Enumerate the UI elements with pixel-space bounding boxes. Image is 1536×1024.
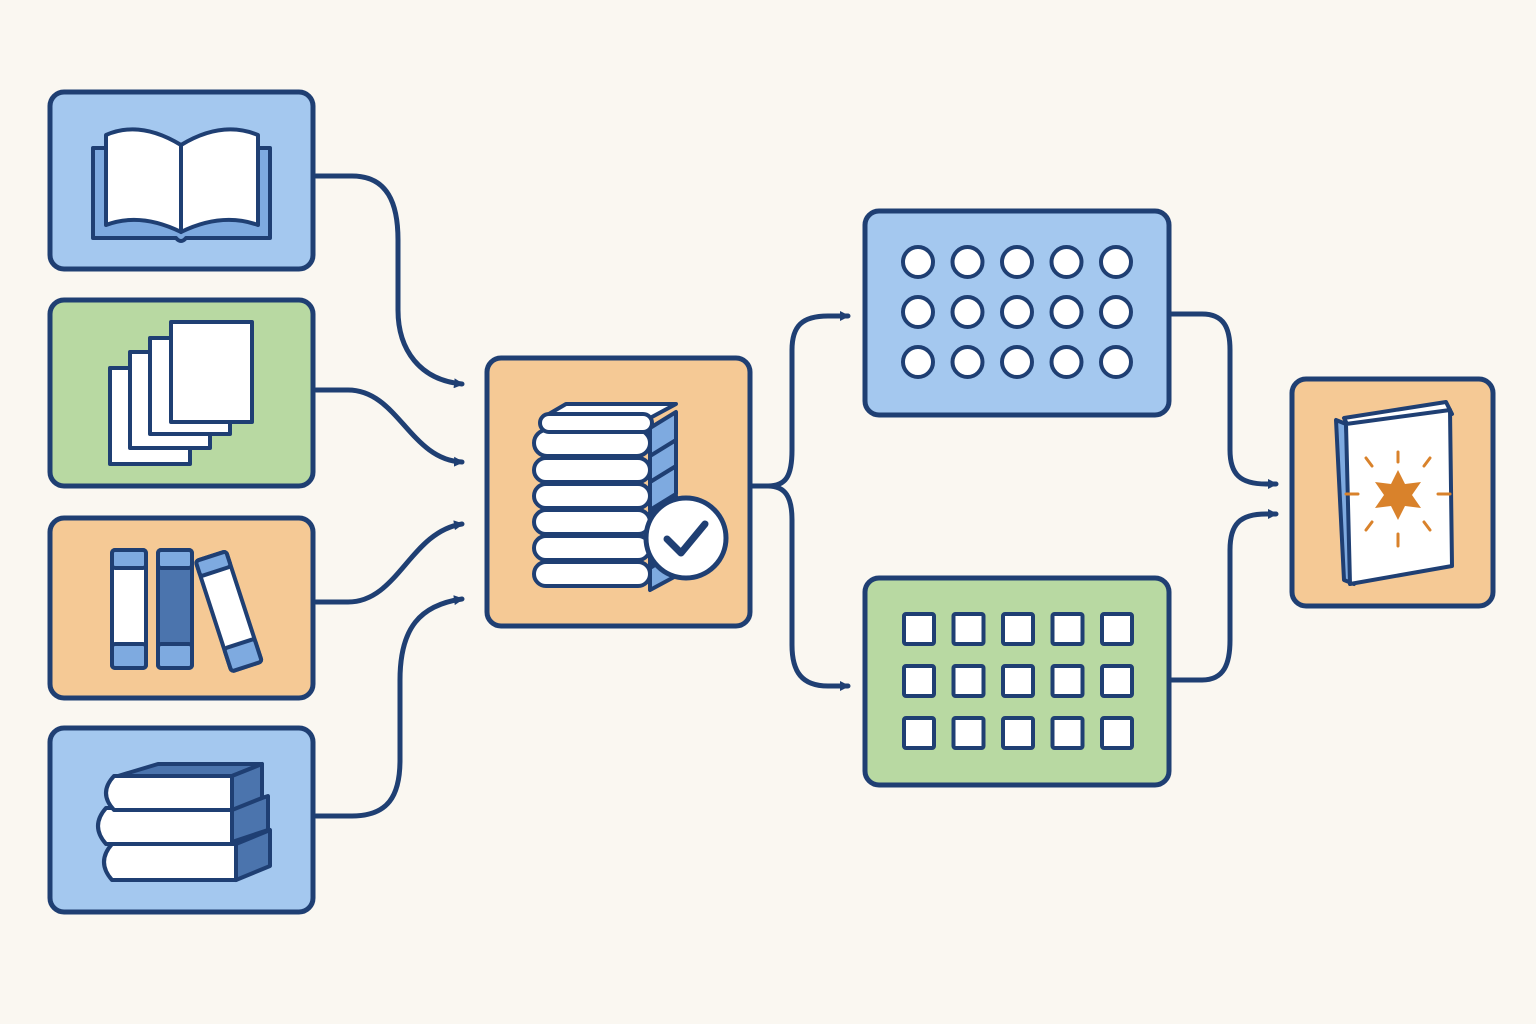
grid-square: [951, 664, 986, 698]
source-node-3: [47, 515, 316, 701]
source-node-2: [47, 297, 316, 489]
grid-square: [1001, 612, 1035, 646]
lower-branch-node: [862, 575, 1172, 788]
grid-square: [1050, 612, 1085, 646]
grid-square: [902, 716, 936, 750]
grid-circle: [1099, 295, 1133, 329]
edge-source-4-to-combined: [313, 595, 465, 819]
grid-square: [1100, 612, 1134, 646]
check-badge-icon: [643, 495, 729, 581]
edge-source-2-to-combined: [313, 387, 465, 467]
result-node: [1289, 376, 1496, 609]
grid-square: [951, 716, 986, 750]
grid-circle: [1000, 345, 1034, 379]
combined-node: [484, 355, 753, 629]
grid-circle: [950, 245, 985, 279]
grid-square: [1050, 664, 1085, 698]
source-node-4: [47, 725, 316, 915]
grid-square: [902, 664, 936, 698]
grid-circle: [901, 245, 935, 279]
grid-circle: [950, 345, 985, 379]
paper-stack-icon: [108, 320, 254, 466]
source-node-1: [47, 89, 316, 272]
grid-circle: [1049, 345, 1084, 379]
edge-source-3-to-combined: [313, 520, 465, 605]
book-stack-icon: [96, 762, 272, 882]
grid-circle: [901, 345, 935, 379]
edge-source-1-to-combined: [313, 173, 465, 389]
grid-square: [1100, 664, 1134, 698]
grid-circle: [1049, 295, 1084, 329]
grid-circle: [950, 295, 985, 329]
edge-lower-branch-to-result: [1167, 509, 1279, 683]
sparkle-star-icon: [1344, 450, 1452, 548]
grid-square: [902, 612, 936, 646]
grid-circle: [1099, 345, 1133, 379]
book-spines-icon: [110, 548, 264, 673]
open-book-icon: [91, 127, 272, 243]
grid-circle: [1000, 295, 1034, 329]
grid-square: [1001, 664, 1035, 698]
grid-square: [1050, 716, 1085, 750]
upper-branch-node: [862, 208, 1172, 418]
grid-square: [1100, 716, 1134, 750]
grid-circle: [1099, 245, 1133, 279]
grid-circle: [901, 295, 935, 329]
edge-combined-to-lower-branch: [765, 483, 851, 691]
grid-circle: [1049, 245, 1084, 279]
edge-upper-branch-to-result: [1167, 311, 1279, 489]
grid-square: [951, 612, 986, 646]
edge-combined-to-upper-branch: [749, 311, 851, 489]
circle-grid-icon: [901, 245, 1133, 379]
grid-circle: [1000, 245, 1034, 279]
grid-square: [1001, 716, 1035, 750]
square-grid-icon: [902, 612, 1134, 750]
